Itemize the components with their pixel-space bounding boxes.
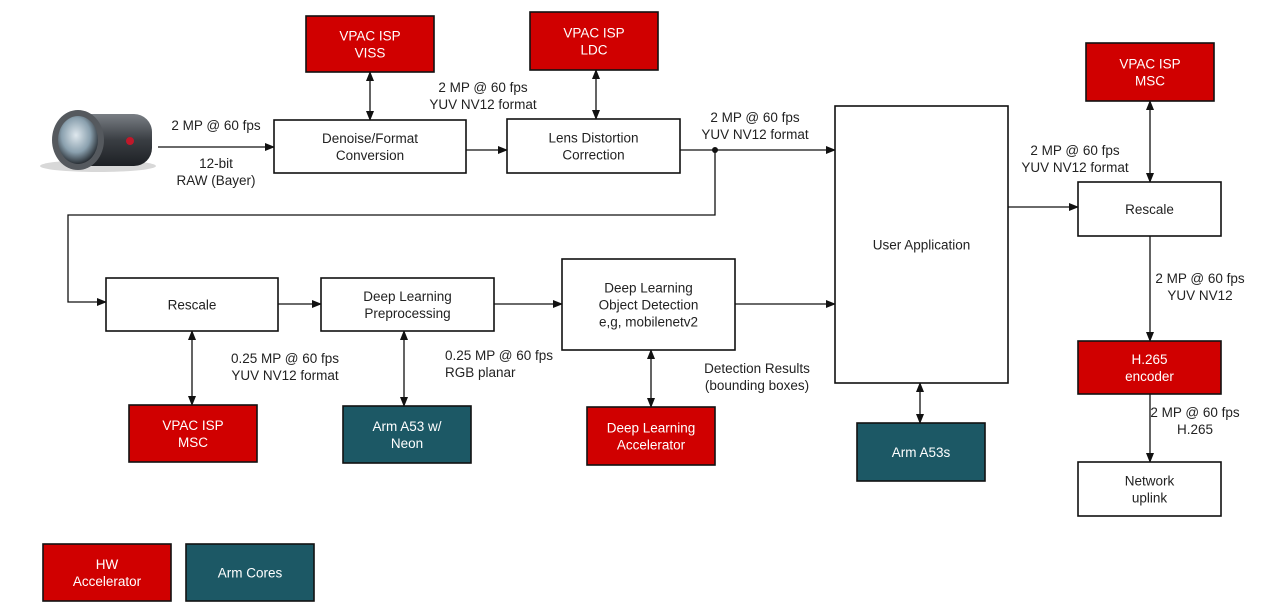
- rescale-right-block: Rescale: [1077, 181, 1222, 237]
- block-label: VISS: [355, 46, 386, 61]
- lens-out-label: 2 MP @ 60 fps: [710, 110, 799, 125]
- block-rect: [342, 405, 472, 464]
- nodes: VPAC ISP VISS VPAC ISP LDC VPAC ISP MSC Denois…: [42, 11, 1222, 602]
- block-rect: [561, 258, 736, 351]
- block-label: Arm A53s: [892, 445, 951, 460]
- lens-out-label: YUV NV12 format: [701, 127, 809, 142]
- detect-out-label: Detection Results: [704, 361, 810, 376]
- msc-bottom-block: VPAC ISP MSC: [128, 404, 258, 463]
- block-label: Accelerator: [73, 574, 142, 589]
- camera-bottom-label: RAW (Bayer): [176, 173, 255, 188]
- rescale-right-out-label: YUV NV12: [1167, 288, 1232, 303]
- rescale-right-out-label: 2 MP @ 60 fps: [1155, 271, 1244, 286]
- block-rect: [506, 118, 681, 174]
- block-label: Neon: [391, 436, 423, 451]
- denoise-out-label: YUV NV12 format: [429, 97, 537, 112]
- camera-bottom-label: 12-bit: [199, 156, 233, 171]
- app-out-label: YUV NV12 format: [1021, 160, 1129, 175]
- lens-to-rescale-left-arrow: [67, 150, 716, 306]
- block-label: Network: [1125, 474, 1175, 489]
- ldc-block: VPAC ISP LDC: [529, 11, 659, 71]
- block-rect: [185, 543, 315, 602]
- block-label: Arm A53 w/: [372, 419, 441, 434]
- h265-block: H.265 encoder: [1077, 340, 1222, 395]
- block-rect: [856, 422, 986, 482]
- block-rect: [42, 543, 172, 602]
- block-rect: [1077, 181, 1222, 237]
- preproc-out-label: RGB planar: [445, 365, 516, 380]
- msc-top-block: VPAC ISP MSC: [1085, 42, 1215, 102]
- edges: [67, 69, 1154, 463]
- block-label: Object Detection: [599, 298, 699, 313]
- block-label: VPAC ISP: [1119, 57, 1180, 72]
- block-label: Deep Learning: [604, 281, 693, 296]
- viss-block: VPAC ISP VISS: [305, 15, 435, 73]
- junction-dot: [712, 147, 718, 153]
- block-rect: [1077, 461, 1222, 517]
- legend-hw-block: HW Accelerator: [42, 543, 172, 602]
- block-label: Rescale: [168, 298, 217, 313]
- block-rect: [1077, 340, 1222, 395]
- a53-neon-block: Arm A53 w/Neon: [342, 405, 472, 464]
- block-label: VPAC ISP: [563, 26, 624, 41]
- rescale-left-out-label: 0.25 MP @ 60 fps: [231, 351, 339, 366]
- block-label: H.265: [1131, 352, 1167, 367]
- block-rect: [586, 406, 716, 466]
- preproc-out-label: 0.25 MP @ 60 fps: [445, 348, 553, 363]
- block-label: MSC: [1135, 74, 1165, 89]
- block-label: encoder: [1125, 369, 1174, 384]
- block-label: Lens Distortion: [548, 131, 638, 146]
- network-block: Network uplink: [1077, 461, 1222, 517]
- block-label: Arm Cores: [218, 566, 283, 581]
- block-rect: [529, 11, 659, 71]
- block-label: VPAC ISP: [162, 418, 223, 433]
- block-label: Rescale: [1125, 202, 1174, 217]
- rescale-left-out-label: YUV NV12 format: [231, 368, 339, 383]
- block-rect: [128, 404, 258, 463]
- denoise-out-label: 2 MP @ 60 fps: [438, 80, 527, 95]
- a53s-block: Arm A53s: [856, 422, 986, 482]
- h265-out-label: 2 MP @ 60 fps: [1150, 405, 1239, 420]
- block-label: uplink: [1132, 491, 1168, 506]
- block-label: Conversion: [336, 148, 404, 163]
- block-rect: [273, 119, 467, 174]
- block-label: Deep Learning: [607, 421, 696, 436]
- block-label: Denoise/Format: [322, 131, 418, 146]
- user-app-block: User Application: [834, 105, 1009, 384]
- camera-icon: [40, 110, 156, 172]
- block-rect: [320, 277, 495, 332]
- block-rect: [1085, 42, 1215, 102]
- block-label: VPAC ISP: [339, 29, 400, 44]
- detect-out-label: (bounding boxes): [705, 378, 809, 393]
- h265-out-label: H.265: [1177, 422, 1213, 437]
- block-label: Correction: [562, 148, 624, 163]
- block-label: User Application: [873, 238, 971, 253]
- block-label: Accelerator: [617, 438, 686, 453]
- block-rect: [305, 15, 435, 73]
- rescale-left-block: Rescale: [105, 277, 279, 332]
- block-label: e,g, mobilenetv2: [599, 315, 698, 330]
- block-label: Deep Learning: [363, 289, 452, 304]
- camera-top-label: 2 MP @ 60 fps: [171, 118, 260, 133]
- block-label: LDC: [580, 43, 607, 58]
- app-out-label: 2 MP @ 60 fps: [1030, 143, 1119, 158]
- legend-arm-block: Arm Cores: [185, 543, 315, 602]
- block-rect: [105, 277, 279, 332]
- block-label: MSC: [178, 435, 208, 450]
- block-label: Preprocessing: [364, 306, 450, 321]
- block-rect: [834, 105, 1009, 384]
- block-label: HW: [96, 557, 119, 572]
